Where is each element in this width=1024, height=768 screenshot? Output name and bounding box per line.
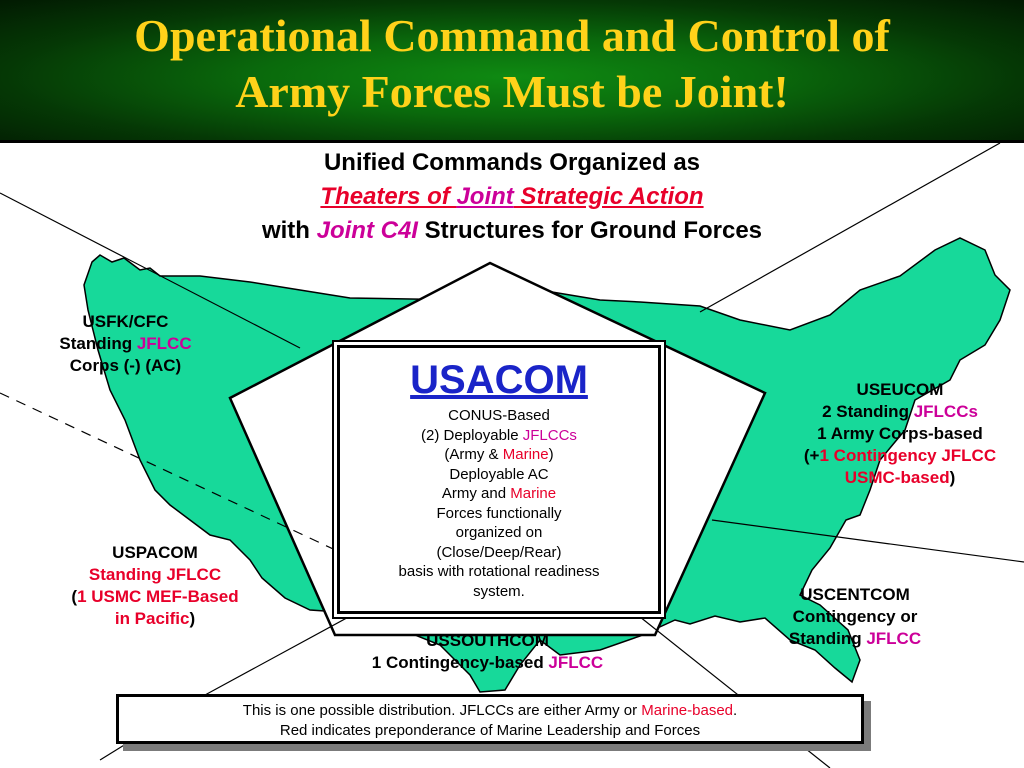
usfk-line-3: Corps (-) (AC) bbox=[69, 356, 182, 375]
uscentcom-line-2: Contingency or bbox=[792, 607, 918, 626]
divider-line-nw bbox=[0, 192, 301, 349]
usacom-line-1: CONUS-Based bbox=[448, 407, 550, 424]
subtitle-joint-text: Joint bbox=[456, 183, 514, 210]
uspacom-line-3: (1 USMC MEF-Based bbox=[40, 586, 270, 608]
uscentcom-line-3: Standing JFLCC bbox=[745, 628, 965, 650]
useucom-line-2: 2 Standing JFLCCs bbox=[772, 401, 1024, 423]
usfk-standing-text: Standing bbox=[59, 334, 137, 353]
usacom-line-9: basis with rotational readiness bbox=[398, 563, 600, 580]
subtitle-theaters-text: Theaters of bbox=[320, 183, 457, 210]
subtitle-structures-text: Structures for Ground Forces bbox=[417, 217, 763, 244]
ussouthcom-label: USSOUTHCOM 1 Contingency-based JFLCC bbox=[310, 630, 665, 674]
uscentcom-name: USCENTCOM bbox=[800, 585, 910, 604]
slide-title: Operational Command and Control of Army … bbox=[0, 8, 1024, 120]
usacom-line-3: (Army & Marine) bbox=[340, 445, 658, 465]
usacom-description: CONUS-Based (2) Deployable JFLCCs (Army … bbox=[340, 406, 658, 601]
footnote-marine-based-text: Marine-based bbox=[641, 702, 734, 719]
useucom-usmc-based-text: USMC-based bbox=[844, 468, 950, 487]
usacom-line-2: (2) Deployable JFLCCs bbox=[340, 426, 658, 446]
uspacom-in-pacific-text: in Pacific bbox=[114, 609, 190, 628]
usacom-line-4: Deployable AC bbox=[449, 465, 549, 483]
usacom-line-5: Army and Marine bbox=[340, 484, 658, 504]
subtitle-strategic-action-text: Strategic Action bbox=[513, 183, 704, 210]
uspacom-close-paren: ) bbox=[189, 609, 196, 628]
subtitle-line-2: Theaters of Joint Strategic Action bbox=[0, 180, 1024, 214]
useucom-contingency-text: 1 Contingency JFLCC bbox=[819, 446, 997, 465]
usfk-name: USFK/CFC bbox=[82, 312, 169, 331]
ussouthcom-line-2: 1 Contingency-based JFLCC bbox=[310, 652, 665, 674]
title-banner: Operational Command and Control of Army … bbox=[0, 0, 1024, 143]
footnote-period: . bbox=[733, 702, 738, 719]
useucom-name: USEUCOM bbox=[856, 380, 944, 399]
useucom-line-4: (+1 Contingency JFLCC bbox=[772, 445, 1024, 467]
subtitle-line-1: Unified Commands Organized as bbox=[323, 149, 701, 176]
uspacom-name: USPACOM bbox=[112, 543, 198, 562]
ussouthcom-name: USSOUTHCOM bbox=[426, 631, 549, 650]
divider-line-dashed bbox=[0, 392, 347, 556]
usfk-jflcc-text: JFLCC bbox=[136, 334, 192, 353]
usacom-deployable-text: (2) Deployable bbox=[421, 426, 523, 444]
uscentcom-label: USCENTCOM Contingency or Standing JFLCC bbox=[745, 584, 965, 650]
useucom-standing-text: 2 Standing bbox=[822, 402, 914, 421]
usfk-label: USFK/CFC Standing JFLCC Corps (-) (AC) bbox=[18, 311, 233, 377]
divider-line-ne bbox=[699, 143, 1001, 313]
usacom-close-paren: ) bbox=[548, 446, 554, 463]
uspacom-line-2: Standing JFLCC bbox=[88, 565, 222, 584]
uscentcom-jflcc-text: JFLCC bbox=[866, 629, 922, 648]
usacom-box: USACOM CONUS-Based (2) Deployable JFLCCs… bbox=[337, 345, 661, 614]
useucom-plus-text: (+ bbox=[803, 446, 820, 465]
usfk-line-2: Standing JFLCC bbox=[18, 333, 233, 355]
footnote-distribution-text: This is one possible distribution. JFLCC… bbox=[242, 702, 642, 719]
usacom-line-6: Forces functionally bbox=[436, 504, 562, 522]
subtitle: Unified Commands Organized as Theaters o… bbox=[0, 146, 1024, 248]
usacom-army-and-text: Army and bbox=[441, 485, 511, 502]
ussouthcom-jflcc-text: JFLCC bbox=[548, 653, 604, 672]
subtitle-with-text: with bbox=[261, 217, 317, 244]
uspacom-line-4: in Pacific) bbox=[40, 608, 270, 630]
title-line-1: Operational Command and Control of bbox=[134, 10, 890, 61]
uscentcom-standing-text: Standing bbox=[788, 629, 867, 648]
footnote-line-1: This is one possible distribution. JFLCC… bbox=[119, 701, 861, 721]
subtitle-joint-c4i-text: Joint C4I bbox=[316, 217, 418, 244]
usacom-marine-text: Marine bbox=[502, 446, 549, 463]
ussouthcom-contingency-text: 1 Contingency-based bbox=[371, 653, 549, 672]
useucom-close-paren: ) bbox=[949, 468, 956, 487]
useucom-jflccs-text: JFLCCs bbox=[913, 402, 978, 421]
usacom-line-10: system. bbox=[473, 582, 525, 600]
usacom-marine-text-2: Marine bbox=[510, 485, 557, 502]
usacom-title: USACOM bbox=[410, 358, 588, 402]
subtitle-line-3: with Joint C4I Structures for Ground For… bbox=[0, 214, 1024, 248]
uspacom-mef-text: 1 USMC MEF-Based bbox=[77, 587, 239, 606]
useucom-line-5: USMC-based) bbox=[772, 467, 1024, 489]
divider-line-e bbox=[711, 519, 1024, 563]
usacom-line-7: organized on bbox=[455, 524, 543, 541]
footnote-line-2: Red indicates preponderance of Marine Le… bbox=[279, 722, 701, 739]
usacom-line-8: (Close/Deep/Rear) bbox=[436, 543, 562, 561]
footnote-box: This is one possible distribution. JFLCC… bbox=[116, 694, 864, 744]
useucom-line-3: 1 Army Corps-based bbox=[817, 424, 983, 443]
useucom-label: USEUCOM 2 Standing JFLCCs 1 Army Corps-b… bbox=[772, 379, 1024, 489]
title-line-2: Army Forces Must be Joint! bbox=[235, 66, 789, 117]
uspacom-open-paren: ( bbox=[71, 587, 78, 606]
uspacom-label: USPACOM Standing JFLCC (1 USMC MEF-Based… bbox=[40, 542, 270, 630]
usacom-jflccs-text: JFLCCs bbox=[522, 426, 577, 444]
usacom-army-text: (Army & bbox=[444, 446, 503, 463]
